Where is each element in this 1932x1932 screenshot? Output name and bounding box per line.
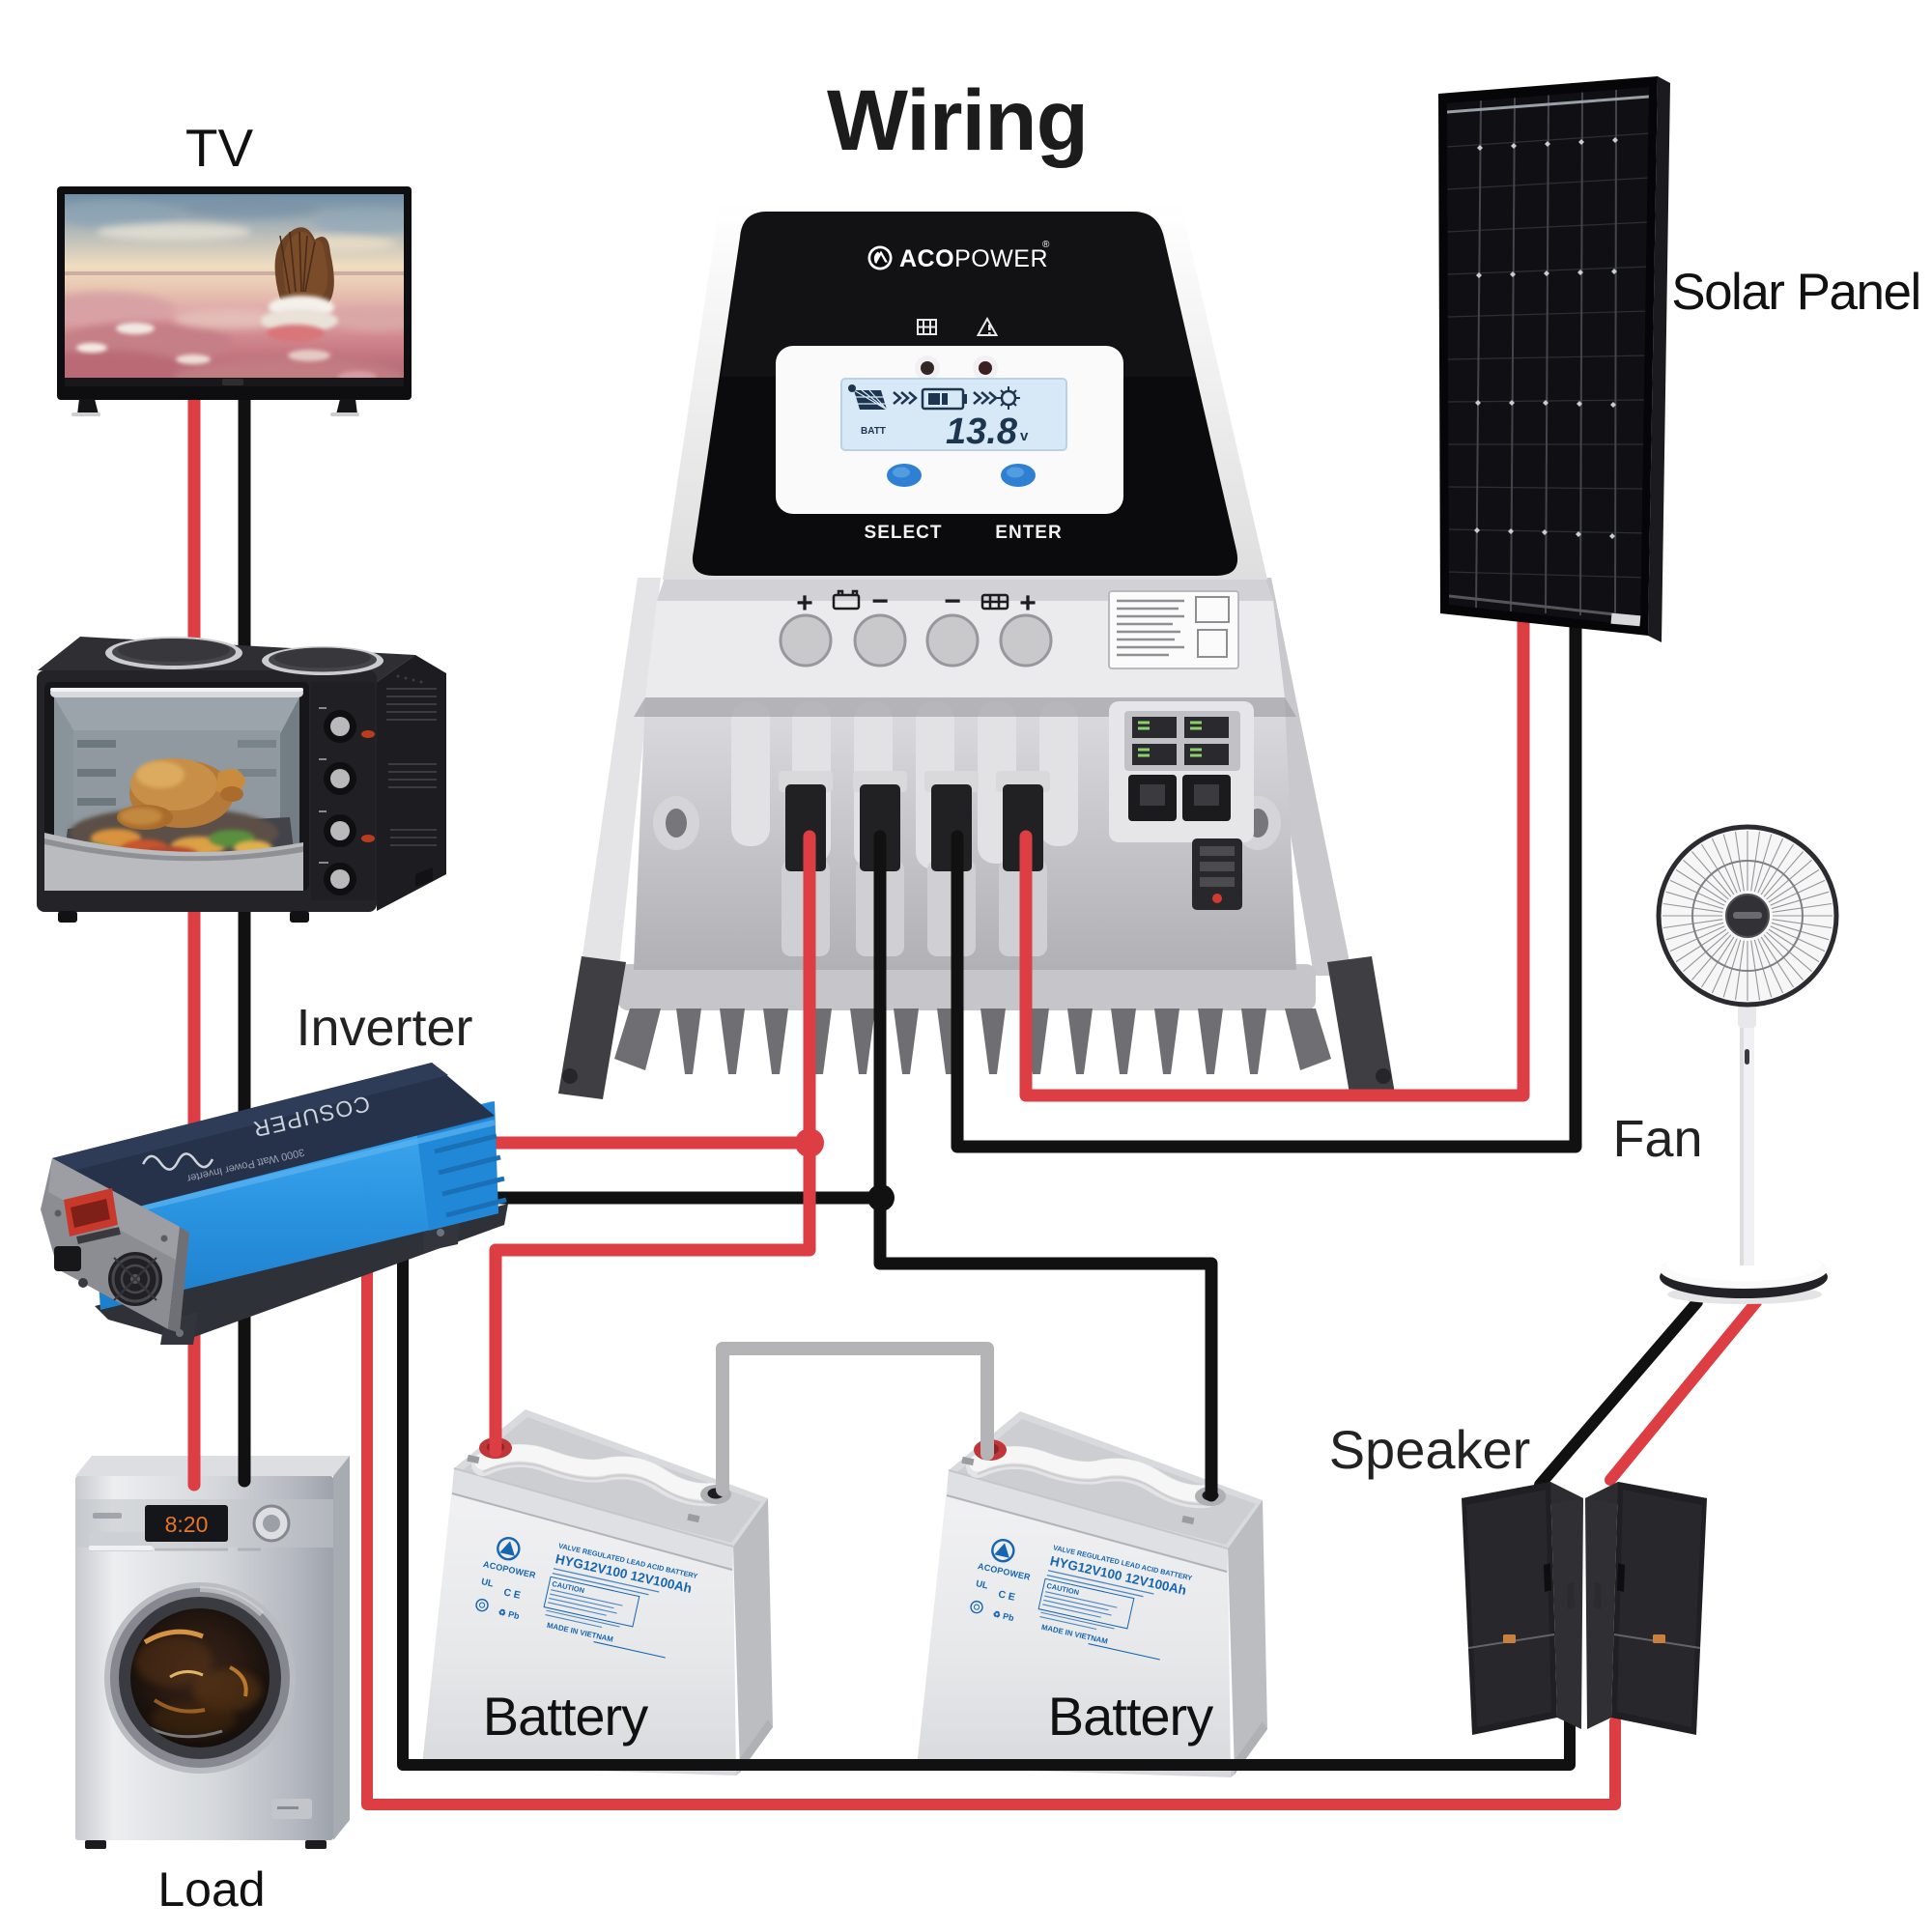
- svg-text:−: −: [871, 585, 889, 617]
- svg-text:Speaker: Speaker: [1329, 1419, 1531, 1480]
- svg-text:Wiring: Wiring: [827, 71, 1088, 168]
- svg-text:13.8: 13.8: [946, 412, 1018, 452]
- svg-text:Battery: Battery: [1048, 1686, 1213, 1747]
- svg-text:Load: Load: [157, 1862, 265, 1917]
- svg-text:ENTER: ENTER: [995, 523, 1062, 543]
- svg-text:ACOPOWER: ACOPOWER: [899, 245, 1048, 272]
- svg-text:+: +: [1019, 587, 1037, 619]
- svg-text:8:20: 8:20: [165, 1512, 209, 1537]
- svg-text:Battery: Battery: [483, 1686, 648, 1747]
- svg-text:−: −: [944, 585, 961, 617]
- svg-text:BATT: BATT: [861, 426, 886, 437]
- svg-text:Solar Panel: Solar Panel: [1671, 264, 1920, 321]
- svg-text:Fan: Fan: [1612, 1110, 1702, 1168]
- svg-text:Inverter: Inverter: [296, 999, 472, 1057]
- svg-text:C E: C E: [502, 1586, 522, 1602]
- svg-text:♻ Pb: ♻ Pb: [497, 1607, 521, 1622]
- svg-text:TV: TV: [185, 118, 254, 178]
- svg-text:v: v: [1020, 428, 1029, 444]
- svg-text:®: ®: [1042, 240, 1050, 250]
- svg-text:SELECT: SELECT: [865, 523, 943, 543]
- svg-text:+: +: [796, 587, 813, 619]
- svg-text:UL: UL: [480, 1577, 495, 1590]
